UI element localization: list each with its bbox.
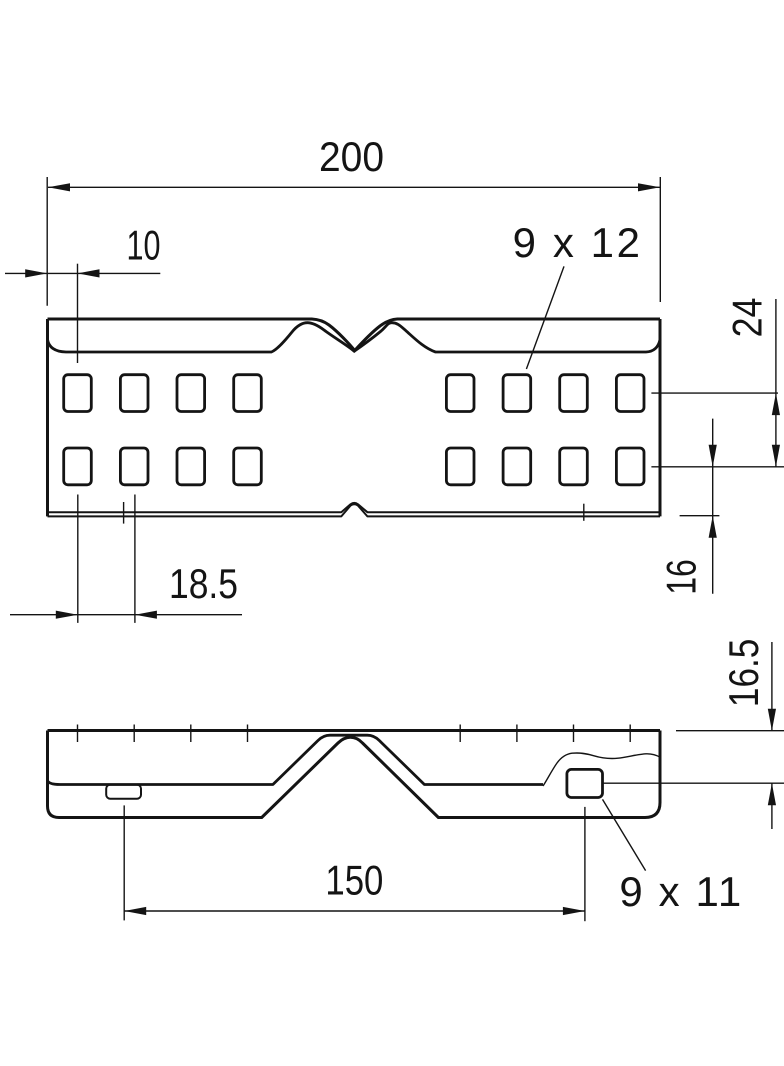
svg-text:10: 10	[127, 221, 161, 268]
svg-text:9 x 11: 9 x 11	[619, 868, 741, 915]
svg-text:18.5: 18.5	[169, 560, 238, 607]
svg-text:9 x 12: 9 x 12	[513, 219, 640, 266]
svg-text:16: 16	[657, 559, 704, 595]
svg-text:200: 200	[319, 133, 384, 180]
svg-text:16.5: 16.5	[720, 639, 767, 707]
svg-text:24: 24	[723, 298, 770, 338]
svg-text:150: 150	[325, 856, 383, 903]
